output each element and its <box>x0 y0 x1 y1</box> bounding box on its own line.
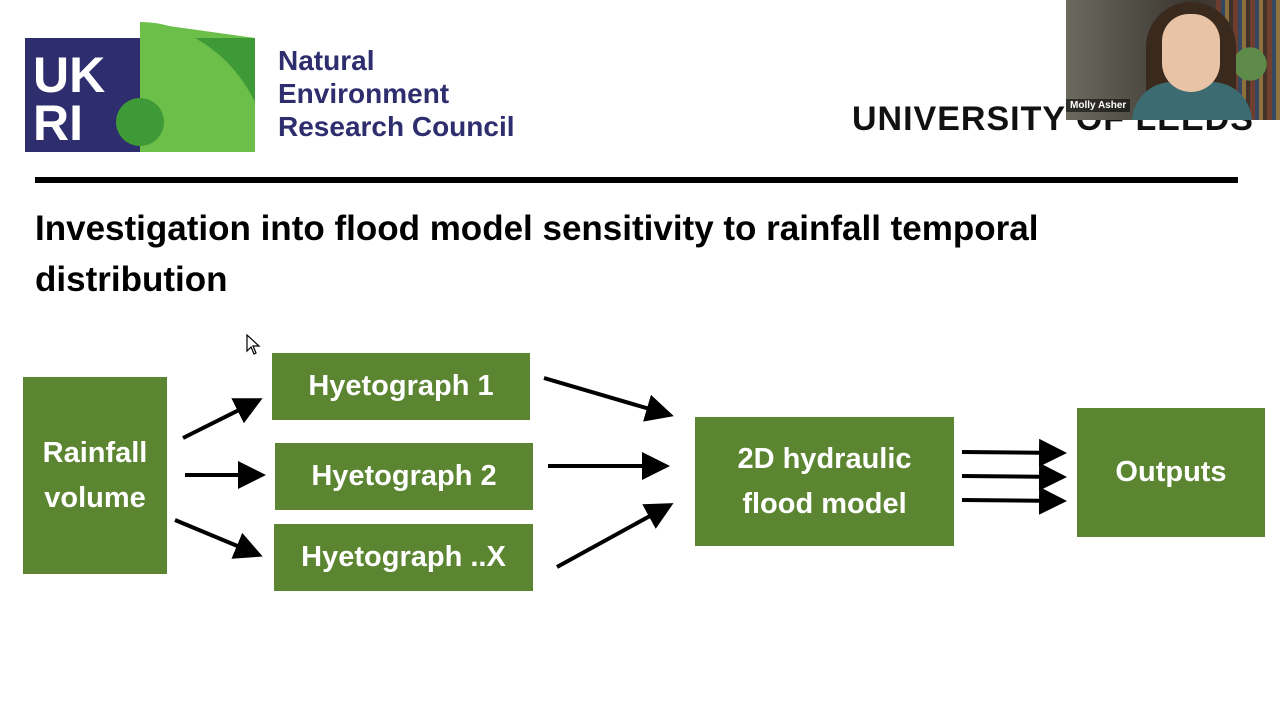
flood-model-line-1: 2D hydraulic <box>737 442 912 475</box>
council-name: Natural Environment Research Council <box>278 44 515 143</box>
outputs-node: Outputs <box>1077 408 1265 537</box>
svg-text:UK: UK <box>33 47 105 103</box>
arrow-input-to-hyetograph-x <box>174 518 263 559</box>
rainfall-volume-line-1: Rainfall <box>42 436 148 469</box>
header-divider <box>35 177 1238 183</box>
hyetograph-2-label: Hyetograph 2 <box>311 460 497 492</box>
arrow-hyetograph-1-to-model <box>543 376 674 422</box>
flood-model-line-2: flood model <box>742 487 907 520</box>
arrow-model-to-outputs-3 <box>961 486 1067 515</box>
svg-text:RI: RI <box>33 95 83 151</box>
hyetograph-2-node: Hyetograph 2 <box>275 443 533 510</box>
webcam-video-tile[interactable]: Molly Asher <box>1066 0 1280 120</box>
hyetograph-x-node: Hyetograph ..X <box>274 524 533 591</box>
rainfall-volume-node: Rainfall volume <box>23 377 167 574</box>
council-line-3: Research Council <box>278 111 515 142</box>
arrow-input-to-hyetograph-1 <box>182 398 263 440</box>
hyetograph-x-label: Hyetograph ..X <box>301 541 506 573</box>
flood-model-node: 2D hydraulic flood model <box>695 417 954 546</box>
arrow-model-to-outputs-2 <box>961 462 1067 491</box>
arrow-hyetograph-x-to-model <box>556 503 674 569</box>
hyetograph-1-label: Hyetograph 1 <box>308 370 494 402</box>
rainfall-volume-line-2: volume <box>44 481 146 514</box>
outputs-label: Outputs <box>1115 456 1227 488</box>
arrow-model-to-outputs-1 <box>961 438 1067 467</box>
participant-face <box>1162 14 1220 92</box>
slide-title: Investigation into flood model sensitivi… <box>35 209 1039 299</box>
participant-name-tag: Molly Asher <box>1066 99 1131 112</box>
council-line-1: Natural <box>278 45 375 76</box>
ukri-logo: UK RI <box>25 22 255 152</box>
mouse-cursor-icon <box>246 334 261 355</box>
council-line-2: Environment <box>278 78 450 109</box>
hyetograph-1-node: Hyetograph 1 <box>272 353 530 420</box>
